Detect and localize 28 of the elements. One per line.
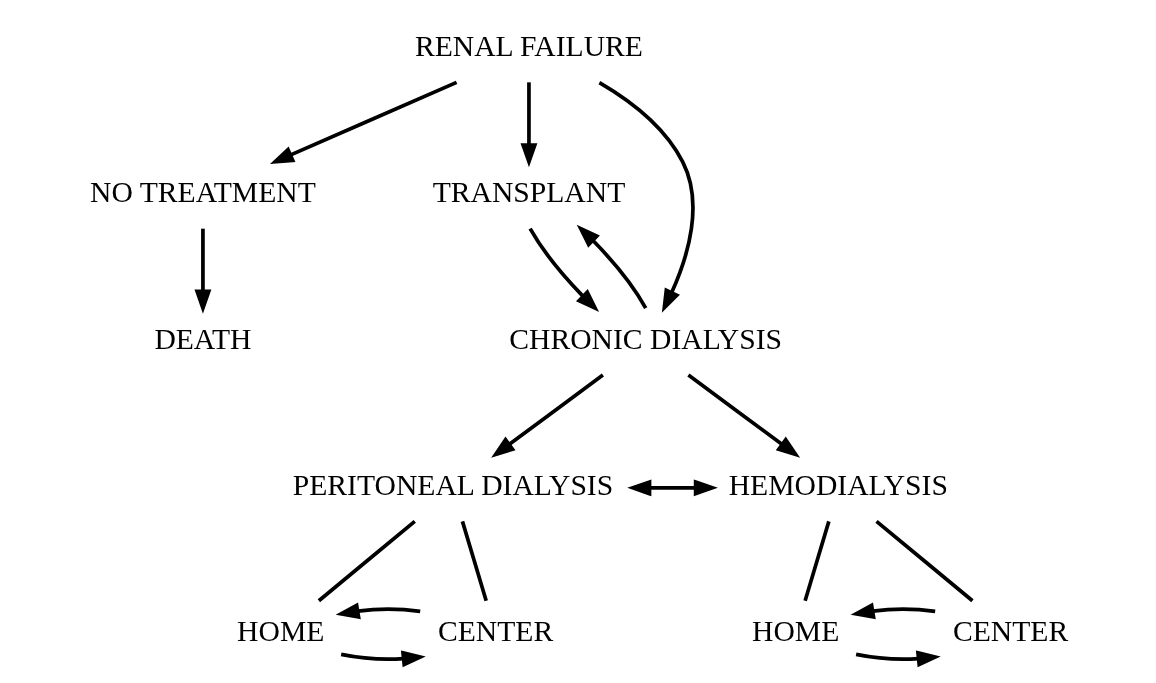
arrow xyxy=(520,82,537,168)
arrow xyxy=(686,373,800,458)
connector xyxy=(802,520,831,602)
connector xyxy=(874,519,974,603)
arrow xyxy=(528,227,599,312)
connector xyxy=(460,520,488,602)
arrow xyxy=(626,479,718,497)
arrow xyxy=(855,650,941,668)
node-text: PERITONEAL DIALYSIS xyxy=(292,468,613,501)
node-text: DEATH xyxy=(153,322,251,355)
arrow xyxy=(850,602,935,620)
node-text: HEMODIALYSIS xyxy=(728,468,948,501)
arrow xyxy=(340,650,426,668)
node-text: CENTER xyxy=(952,615,1068,648)
arrow xyxy=(597,81,695,313)
node-text: CHRONIC DIALYSIS xyxy=(508,322,782,355)
node-text: HOME xyxy=(751,615,839,648)
node-text: TRANSPLANT xyxy=(432,176,625,209)
node-text: NO TREATMENT xyxy=(89,176,316,209)
arrow xyxy=(269,80,457,164)
node-text: CENTER xyxy=(437,615,553,648)
node-text: RENAL FAILURE xyxy=(414,29,643,62)
arrow xyxy=(576,224,647,309)
node-text: HOME xyxy=(236,615,324,648)
connector xyxy=(317,519,416,603)
arrow xyxy=(335,602,420,620)
arrow xyxy=(490,373,604,458)
arrow xyxy=(194,228,211,314)
